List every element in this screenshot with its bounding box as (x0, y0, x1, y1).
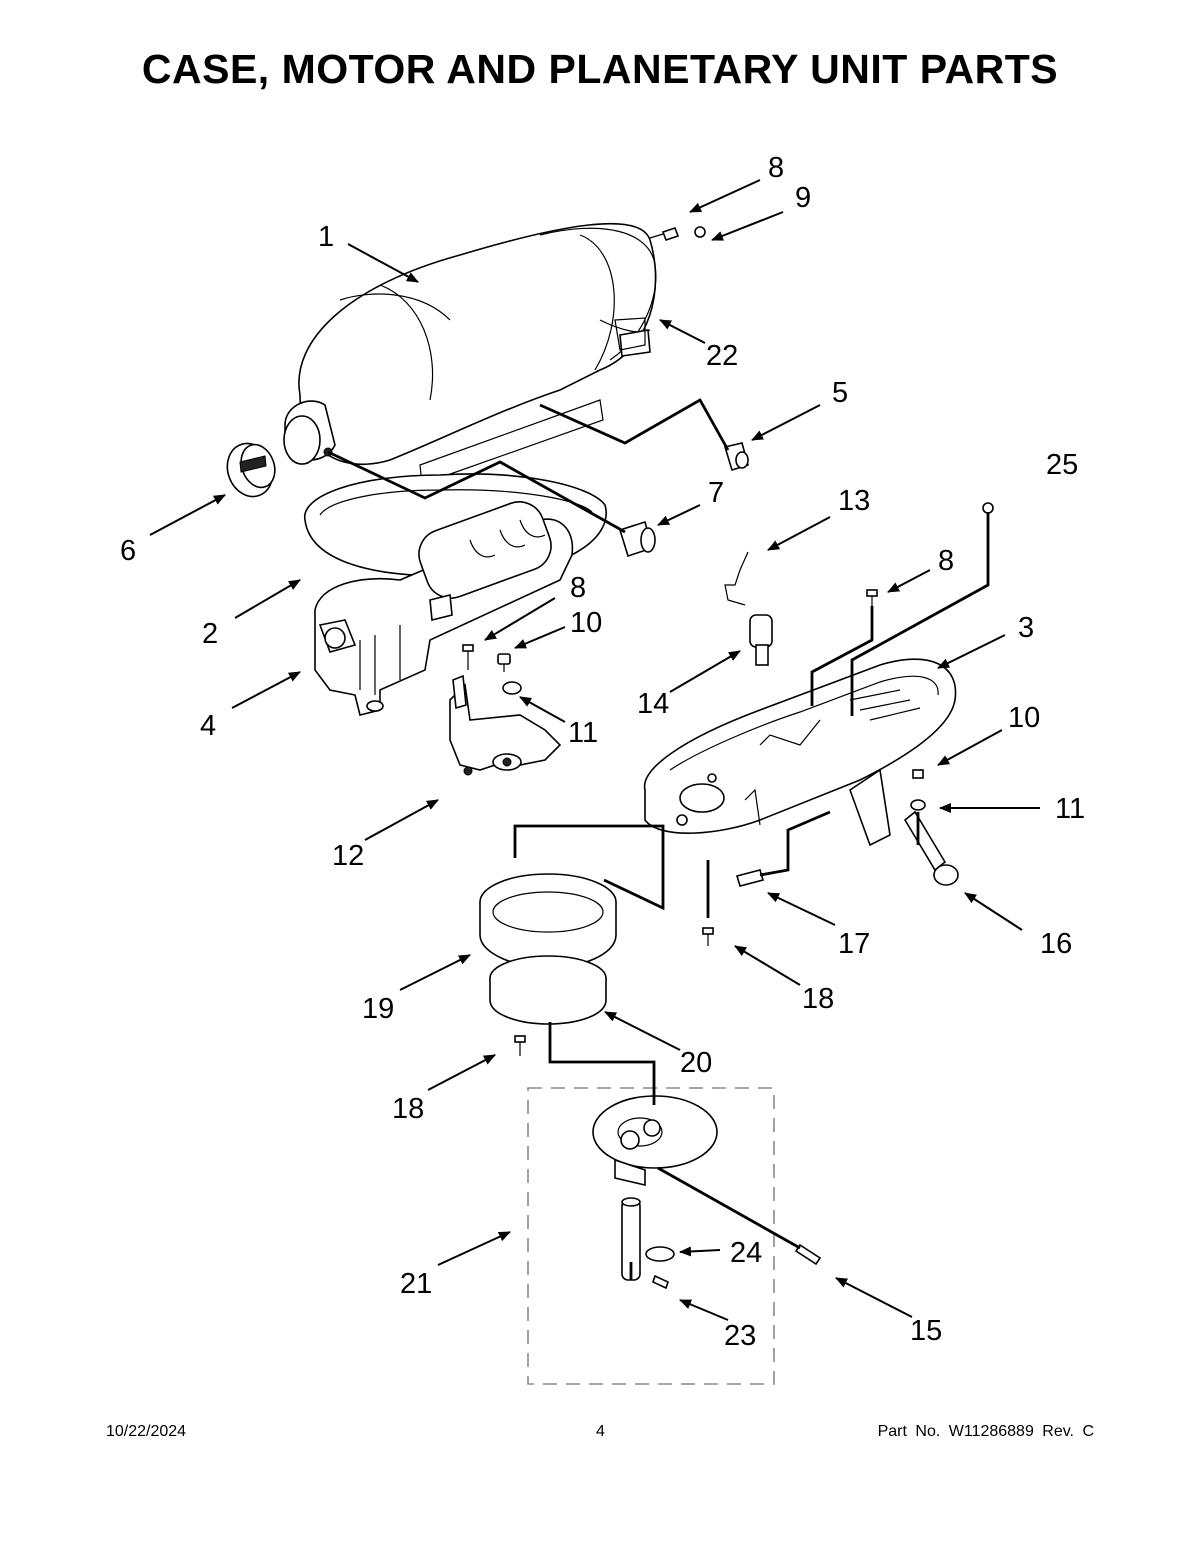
callout-20: 20 (680, 1047, 712, 1079)
callout-labels: 1 2 3 4 5 6 7 8 8 8 9 10 10 11 11 12 13 … (120, 152, 1085, 1352)
callout-10-right: 10 (1008, 702, 1040, 734)
part-9-screw-top (694, 226, 706, 238)
part-23-set-screw (652, 1274, 669, 1290)
footer-page-number: 4 (596, 1423, 605, 1440)
part-3-pedestal-base (643, 658, 957, 847)
part-4-motor-gear-assembly (314, 501, 574, 716)
callout-8-mid: 8 (570, 572, 586, 604)
part-21-planetary-plate (592, 1095, 718, 1187)
callout-23: 23 (724, 1320, 756, 1352)
callout-5: 5 (832, 377, 848, 409)
callout-1: 1 (318, 221, 334, 253)
page-title: CASE, MOTOR AND PLANETARY UNIT PARTS (141, 46, 1059, 92)
callout-13: 13 (838, 485, 870, 517)
callout-15: 15 (910, 1315, 942, 1347)
callout-12: 12 (332, 840, 364, 872)
callout-9: 9 (795, 182, 811, 214)
part-10-screw-right (912, 769, 924, 779)
callout-arrows (149, 179, 1040, 1321)
callout-24: 24 (730, 1237, 762, 1269)
callout-18-left: 18 (392, 1093, 424, 1125)
subassembly-21-box (527, 1087, 775, 1385)
callout-8-right: 8 (938, 545, 954, 577)
callout-6: 6 (120, 535, 136, 567)
part-8-screw-top (649, 226, 680, 242)
part-18-screw-left (514, 1035, 526, 1056)
exploded-parts-diagram: 1 2 3 4 5 6 7 8 8 8 9 10 10 11 11 12 13 … (120, 152, 1085, 1385)
part-13-lever (724, 551, 749, 606)
callout-11-right: 11 (1055, 793, 1085, 825)
part-17-screw (735, 869, 765, 887)
footer-part-number: Part No. W11286889 Rev. C (877, 1423, 1094, 1440)
part-1-motor-housing (283, 222, 657, 485)
part-21-shaft (621, 1197, 641, 1281)
part-11-washer-mid (502, 681, 522, 695)
callout-11-mid: 11 (568, 717, 598, 749)
part-6-badge-cap (226, 442, 276, 498)
callout-7: 7 (708, 477, 724, 509)
callout-8-top: 8 (768, 152, 784, 184)
footer-date: 10/22/2024 (106, 1423, 187, 1440)
callout-19: 19 (362, 993, 394, 1025)
callout-14: 14 (637, 688, 669, 720)
callout-10-mid: 10 (570, 607, 602, 639)
part-8-screw-right (866, 589, 878, 606)
part-15-pin (794, 1243, 822, 1266)
part-8-screw-mid (462, 644, 474, 670)
part-12-gear-cover (449, 674, 562, 776)
callout-4: 4 (200, 710, 216, 742)
part-7-hinge-pin (619, 520, 656, 558)
callout-18-right: 18 (802, 983, 834, 1015)
part-22-rear-band (614, 317, 646, 351)
part-10-screw-mid (497, 653, 511, 672)
part-24-retaining-ring (645, 1246, 675, 1262)
part-25-screw (982, 502, 994, 514)
part-20-drip-ring (489, 955, 607, 1025)
part-19-clamp-ring (479, 873, 617, 969)
part-11-washer-right (910, 799, 926, 811)
callout-22: 22 (706, 340, 738, 372)
callout-17: 17 (838, 928, 870, 960)
part-18-screw-right (702, 927, 714, 946)
leader-lines (327, 398, 990, 1280)
callout-21: 21 (400, 1268, 432, 1300)
callout-3: 3 (1018, 612, 1034, 644)
part-16-lock-lever (903, 810, 959, 886)
part-5-bolt (723, 442, 749, 472)
callout-16: 16 (1040, 928, 1072, 960)
part-14-speed-control (749, 614, 773, 666)
callout-25: 25 (1046, 449, 1078, 481)
callout-2: 2 (202, 618, 218, 650)
